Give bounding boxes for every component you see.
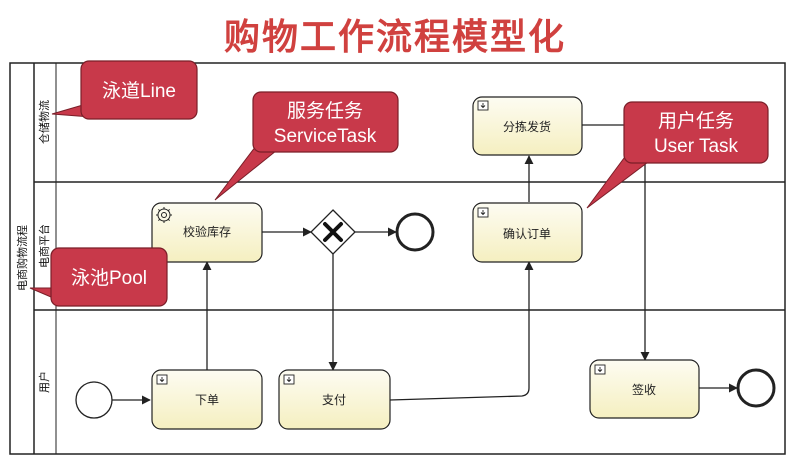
pool: 电商购物流程 xyxy=(9,62,786,455)
task-label-check-stock: 校验库存 xyxy=(183,224,231,239)
user-task-icon xyxy=(594,364,606,375)
end-event-user xyxy=(736,368,776,408)
callout-pool-text: 泳池Pool xyxy=(71,267,147,289)
user-task-icon xyxy=(283,374,295,385)
lane-label-platform: 电商平台 xyxy=(37,224,51,268)
callout-service-task: 服务任务 ServiceTask xyxy=(214,91,399,201)
lane-label-warehouse: 仓储物流 xyxy=(37,100,51,144)
pool-label: 电商购物流程 xyxy=(15,225,29,291)
callout-user-line1: 用户任务 xyxy=(658,110,734,132)
gear-icon xyxy=(156,207,172,223)
lane-label-user: 用户 xyxy=(37,371,51,393)
flow-pay-to-confirm xyxy=(389,261,534,401)
callout-service-line2: ServiceTask xyxy=(274,126,377,147)
task-label-sort-ship: 分拣发货 xyxy=(503,119,551,134)
task-label-sign: 签收 xyxy=(632,382,656,397)
user-task-icon xyxy=(477,100,489,111)
task-label-confirm-order: 确认订单 xyxy=(503,227,551,241)
task-check-stock: 校验库存 xyxy=(151,202,263,263)
callout-lane-text: 泳道Line xyxy=(102,80,176,102)
lane-user: 用户 xyxy=(37,310,57,454)
task-place-order: 下单 xyxy=(151,369,263,430)
task-sign: 签收 xyxy=(589,359,700,419)
callout-service-line1: 服务任务 xyxy=(287,100,363,122)
task-label-place-order: 下单 xyxy=(195,393,219,407)
user-task-icon xyxy=(156,374,168,385)
callout-user-task: 用户任务 User Task xyxy=(586,101,769,209)
callout-user-line2: User Task xyxy=(654,136,739,157)
task-sort-ship: 分拣发货 xyxy=(472,96,583,156)
task-label-pay: 支付 xyxy=(322,393,346,407)
lane-warehouse: 仓储物流 xyxy=(34,63,785,183)
task-pay: 支付 xyxy=(278,369,391,430)
callout-lane: 泳道Line xyxy=(51,60,198,120)
end-event-platform xyxy=(395,212,435,252)
task-confirm-order: 确认订单 xyxy=(472,202,583,263)
callout-pool: 泳池Pool xyxy=(29,247,168,307)
page-title: 购物工作流程模型化 xyxy=(223,17,566,58)
start-event xyxy=(75,381,113,419)
exclusive-gateway xyxy=(310,209,356,255)
user-task-icon xyxy=(477,207,489,218)
